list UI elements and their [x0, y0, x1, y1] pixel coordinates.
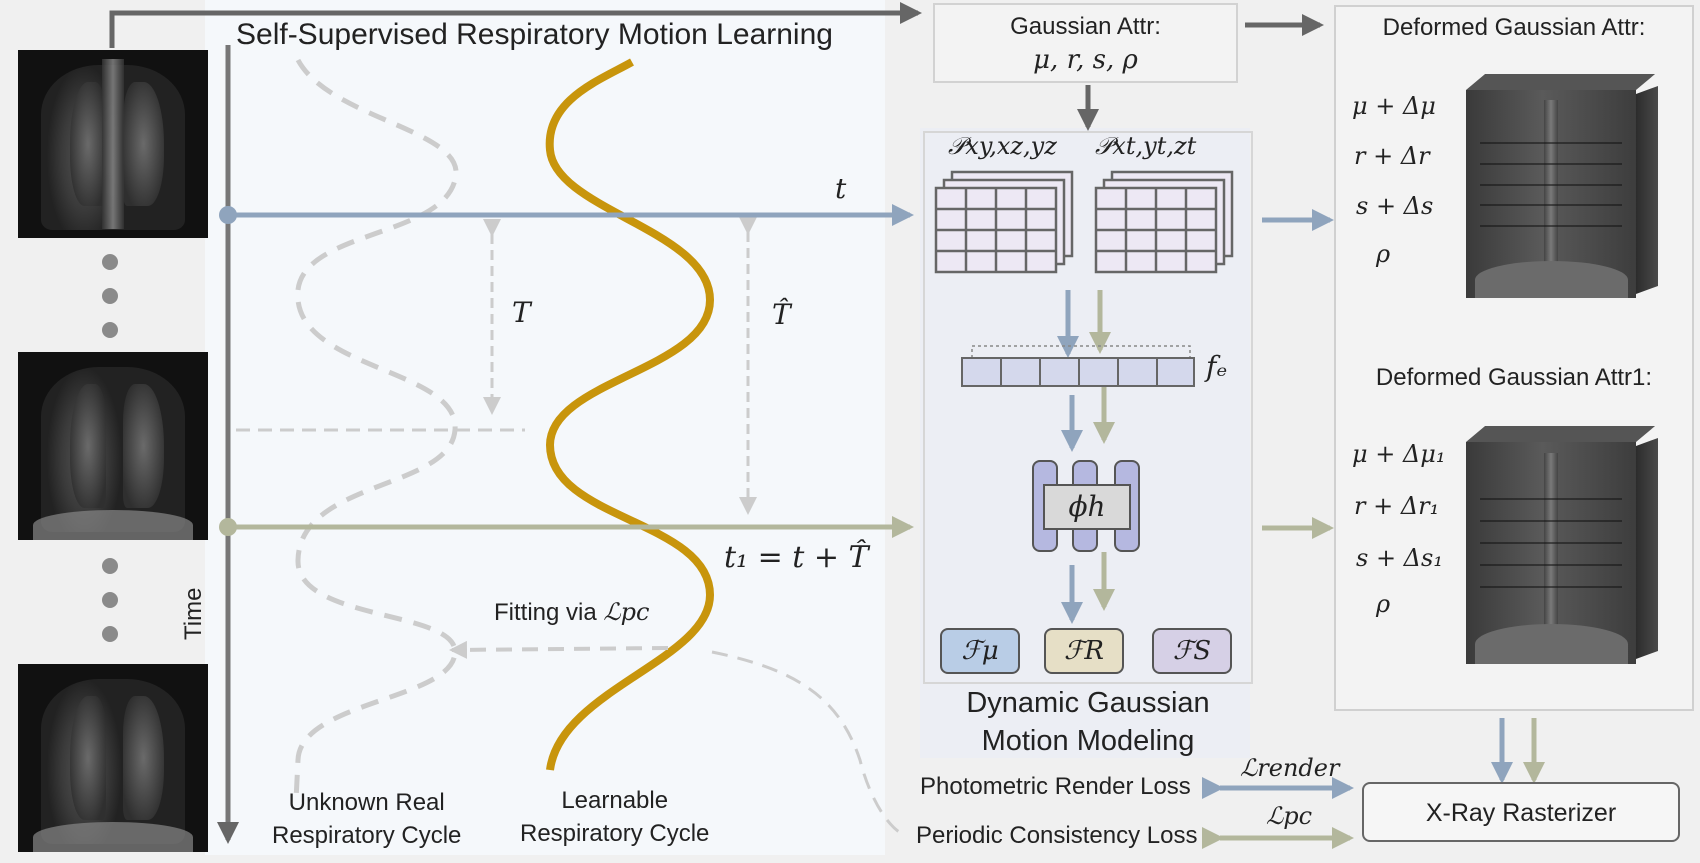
phi-h-box: ϕh	[1043, 484, 1131, 530]
gaussian-attr-title: Gaussian Attr:	[1010, 13, 1161, 40]
periodic-loss-symbol: ℒpc	[1266, 802, 1313, 830]
learnable-respiratory-cycle	[545, 58, 715, 771]
head-mu: ℱμ	[940, 628, 1020, 674]
periodic-loss-label: Periodic Consistency Loss	[916, 822, 1198, 849]
ellipsis-dot	[102, 254, 118, 270]
deformed-1-param: μ + Δμ	[1352, 92, 1436, 120]
deformed-2-param: r + Δr₁	[1354, 492, 1440, 520]
T-label: T	[512, 296, 531, 329]
deformed-1-param: r + Δr	[1354, 142, 1430, 170]
top-feed-arrow	[109, 2, 922, 48]
head-r-label: ℱR	[1063, 636, 1104, 666]
motion-modeling-frame	[923, 131, 1253, 684]
learnable-cycle-label: Learnable Respiratory Cycle	[520, 787, 710, 847]
That-label: T̂	[772, 298, 791, 331]
deformed-1-param: ρ	[1376, 240, 1391, 268]
xray-frame-1	[18, 50, 208, 238]
spatial-planes	[934, 170, 1074, 274]
gaussian-attr-box: Gaussian Attr: μ, r, s, ρ	[933, 3, 1238, 83]
ellipsis-dot	[102, 558, 118, 574]
feature-vector	[961, 345, 1195, 387]
deformed-2-param: μ + Δμ₁	[1352, 440, 1446, 468]
plane-space-label: 𝒫xy,xz,yz	[948, 132, 1057, 160]
xray-rasterizer-box: X-Ray Rasterizer	[1362, 782, 1680, 842]
phi-h-label: ϕh	[1068, 490, 1106, 523]
real-respiratory-cycle	[293, 58, 459, 801]
render-loss-symbol: ℒrender	[1240, 754, 1340, 782]
xray-frame-3	[18, 664, 208, 852]
periodic-dashed-curve	[711, 650, 906, 837]
time-axis-label: Time	[180, 587, 207, 640]
ellipsis-dot	[102, 288, 118, 304]
real-cycle-label: Unknown Real Respiratory Cycle	[272, 789, 462, 849]
motion-modeling-title: Dynamic Gaussian Motion Modeling	[966, 687, 1210, 757]
temporal-planes	[1094, 170, 1234, 274]
deformed-volume-1	[1466, 74, 1658, 298]
xray-frame-2	[18, 352, 208, 540]
xray-rasterizer-label: X-Ray Rasterizer	[1425, 799, 1617, 827]
motion-learning-panel	[205, 0, 885, 855]
plane-time-label: 𝒫xt,yt,zt	[1095, 132, 1197, 160]
t1-marker	[219, 518, 237, 536]
head-mu-label: ℱμ	[961, 636, 999, 666]
fitting-arrow	[449, 640, 669, 659]
head-r: ℱR	[1044, 628, 1124, 674]
t-label: t	[835, 172, 847, 205]
deformed-2-param: ρ	[1376, 590, 1391, 618]
ellipsis-dot	[102, 626, 118, 642]
t-marker	[219, 206, 237, 224]
ellipsis-dot	[102, 592, 118, 608]
gaussian-attr-params: μ, r, s, ρ	[1033, 45, 1138, 75]
ellipsis-dot	[102, 322, 118, 338]
deformed-2-param: s + Δs₁	[1356, 544, 1443, 572]
deformed-volume-2	[1466, 426, 1658, 664]
t1-label: t₁ = t + T̂	[724, 540, 869, 575]
motion-learning-title: Self-Supervised Respiratory Motion Learn…	[236, 18, 833, 51]
head-s-label: ℱS	[1172, 636, 1212, 666]
head-s: ℱS	[1152, 628, 1232, 674]
fe-label: fₑ	[1206, 350, 1228, 383]
deformed-2-title: Deformed Gaussian Attr1:	[1375, 364, 1653, 391]
deformed-1-title: Deformed Gaussian Attr:	[1382, 14, 1646, 41]
fitting-label: Fitting via ℒpc	[494, 598, 650, 626]
render-loss-label: Photometric Render Loss	[920, 773, 1191, 800]
deformed-1-param: s + Δs	[1356, 192, 1434, 220]
